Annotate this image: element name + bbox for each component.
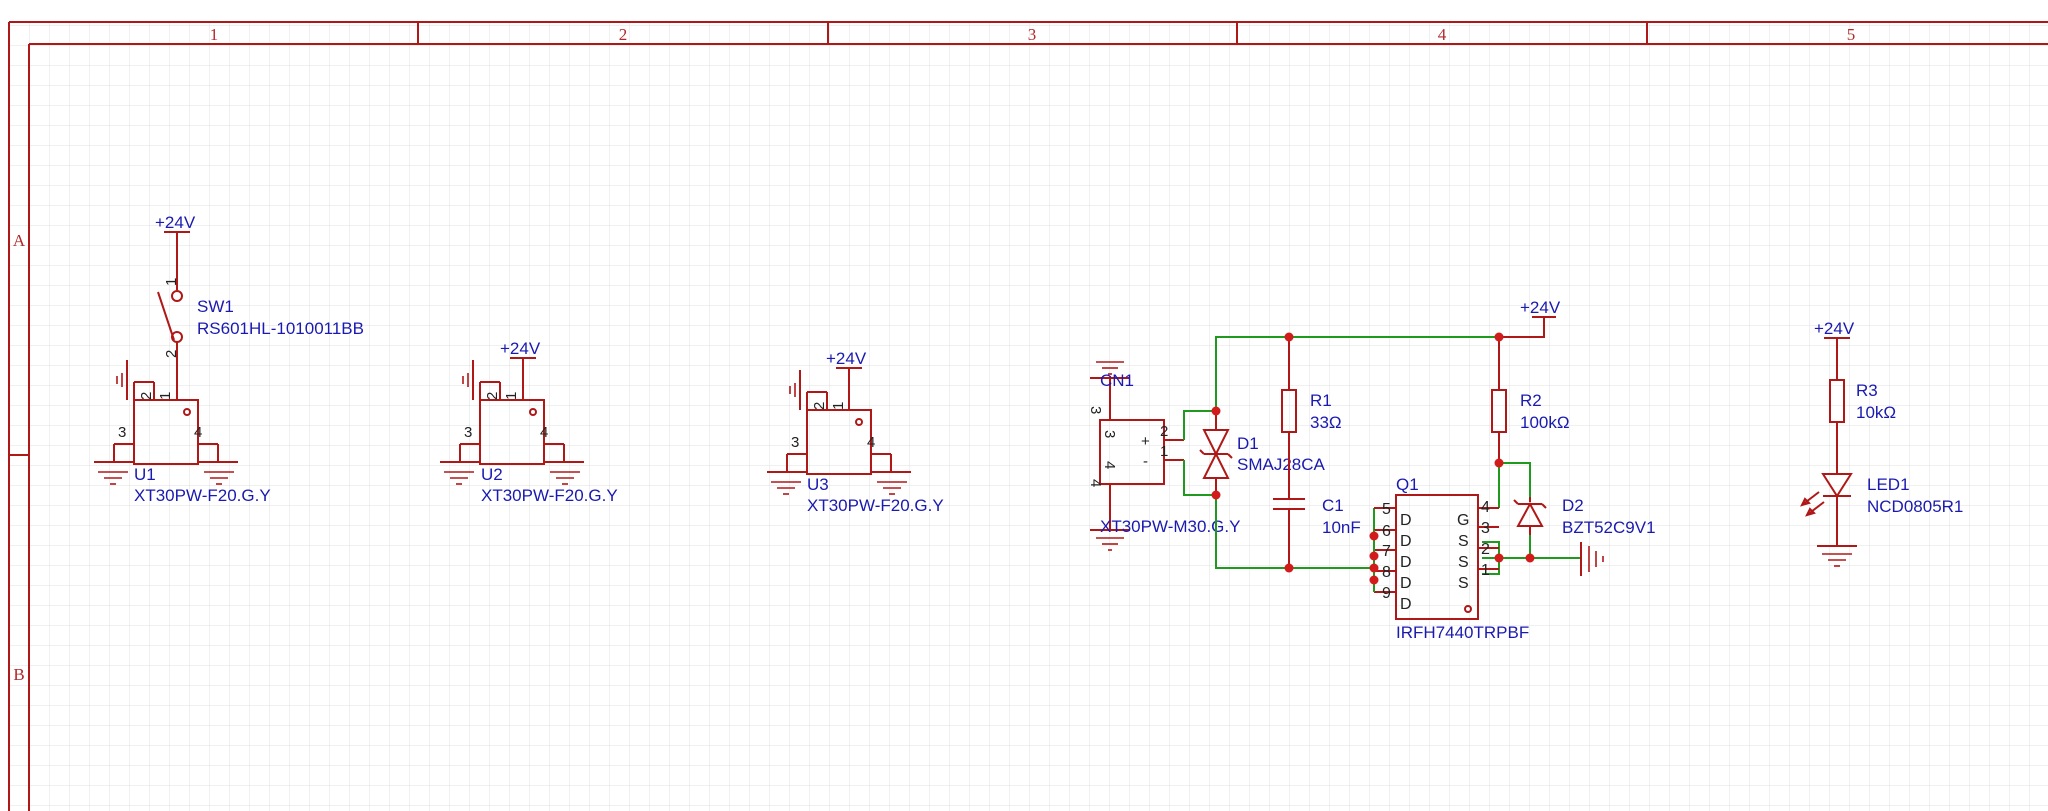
cn1-value: XT30PW-M30.G.Y: [1100, 517, 1240, 536]
net-label-24v: +24V: [1520, 298, 1561, 317]
d1-value: SMAJ28CA: [1237, 455, 1326, 474]
cn1-pin-4-outer: 4: [1087, 479, 1104, 487]
c1-designator: C1: [1322, 496, 1344, 515]
resistor-r2[interactable]: R2 100kΩ +24V: [1491, 298, 1570, 463]
zener-diode-d2[interactable]: D2 BZT52C9V1: [1513, 496, 1656, 537]
u3-pin-3: 3: [791, 434, 799, 451]
sw1-pin-2: 2: [163, 350, 180, 358]
cn1-designator: CN1: [1100, 371, 1134, 390]
q1-source-label: S: [1458, 554, 1469, 571]
c1-value: 10nF: [1322, 518, 1361, 537]
u1-pin-2: 2: [138, 392, 155, 400]
u2-designator: U2: [481, 465, 503, 484]
net-label-24v: +24V: [155, 213, 196, 232]
r3-value: 10kΩ: [1856, 403, 1896, 422]
capacitor-c1[interactable]: C1 10nF: [1273, 496, 1361, 568]
led-led1[interactable]: LED1 NCD0805R1: [1800, 473, 1963, 567]
switch-sw1[interactable]: +24V 1 2 SW1 RS601HL-1010011BB: [155, 213, 364, 386]
q1-pin-9: 9: [1382, 585, 1391, 602]
r3-designator: R3: [1856, 381, 1878, 400]
u2-pin-1: 1: [503, 392, 520, 400]
cn1-pin-3-outer: 3: [1087, 406, 1104, 414]
q1-pin-2: 2: [1481, 541, 1490, 558]
q1-pin-5: 5: [1382, 501, 1391, 518]
resistor-r3[interactable]: +24V R3 10kΩ: [1814, 319, 1896, 474]
cn1-pin-1: 1: [1160, 443, 1168, 460]
connector-u2[interactable]: +24V 2 1 3 4 U2 XT30PW-F20.G.Y: [440, 339, 618, 505]
u1-pin-4: 4: [194, 424, 202, 441]
frame-column-4: 4: [1438, 25, 1447, 44]
frame-column-3: 3: [1028, 25, 1037, 44]
r1-value: 33Ω: [1310, 413, 1342, 432]
u1-pin-1: 1: [157, 392, 174, 400]
d2-value: BZT52C9V1: [1562, 518, 1656, 537]
u3-pin-4: 4: [867, 434, 875, 451]
r2-value: 100kΩ: [1520, 413, 1570, 432]
cn1-pin-3: 3: [1101, 430, 1118, 438]
d2-designator: D2: [1562, 496, 1584, 515]
ground-symbol: [1580, 542, 1604, 576]
frame-column-5: 5: [1847, 25, 1856, 44]
connector-u1[interactable]: 2 1 3 4 U1 XT30PW-F20.G.Y: [94, 360, 271, 505]
q1-designator: Q1: [1396, 475, 1419, 494]
q1-gate-label: G: [1457, 512, 1469, 529]
u2-pin-4: 4: [540, 424, 548, 441]
junctions: [1211, 332, 1535, 585]
r1-designator: R1: [1310, 391, 1332, 410]
net-label-24v: +24V: [500, 339, 541, 358]
connector-u3[interactable]: +24V 2 1 3 4 U3 XT30PW-F20.G.Y: [767, 349, 944, 515]
q1-pin-3: 3: [1481, 520, 1490, 537]
q1-pin-4: 4: [1481, 499, 1490, 516]
led1-value: NCD0805R1: [1867, 497, 1963, 516]
sw1-value: RS601HL-1010011BB: [197, 319, 364, 338]
u3-designator: U3: [807, 475, 829, 494]
r2-designator: R2: [1520, 391, 1542, 410]
sw1-pin-1: 1: [163, 278, 180, 286]
sw1-designator: SW1: [197, 297, 234, 316]
connector-cn1[interactable]: CN1 3 3 4 4 + - 2 1 XT30PW-M30.G.Y: [1087, 361, 1240, 551]
mosfet-q1[interactable]: Q1 IRFH7440TRPBF 5 6 7 8 9 D D D D D 4 3…: [1373, 475, 1529, 642]
led1-designator: LED1: [1867, 475, 1910, 494]
u3-pin-1: 1: [830, 402, 847, 410]
q1-source-label: S: [1458, 575, 1469, 592]
cn1-sign-minus: -: [1143, 453, 1148, 470]
u1-pin-3: 3: [118, 424, 126, 441]
q1-drain-label: D: [1400, 512, 1412, 529]
q1-drain-label: D: [1400, 575, 1412, 592]
frame-column-2: 2: [619, 25, 628, 44]
u2-pin-3: 3: [464, 424, 472, 441]
cn1-sign-plus: +: [1141, 433, 1150, 450]
u1-value: XT30PW-F20.G.Y: [134, 486, 271, 505]
q1-source-label: S: [1458, 533, 1469, 550]
q1-pin-7: 7: [1382, 543, 1391, 560]
net-label-24v: +24V: [1814, 319, 1855, 338]
d1-designator: D1: [1237, 434, 1259, 453]
frame-row-a: A: [13, 231, 26, 250]
u1-designator: U1: [134, 465, 156, 484]
net-label-24v: +24V: [826, 349, 867, 368]
cn1-pin-4: 4: [1101, 461, 1118, 469]
q1-drain-label: D: [1400, 596, 1412, 613]
u3-pin-2: 2: [811, 402, 828, 410]
u2-pin-2: 2: [484, 392, 501, 400]
q1-pin-6: 6: [1382, 523, 1391, 540]
resistor-r1[interactable]: R1 33Ω: [1281, 337, 1342, 499]
q1-pin-1: 1: [1481, 562, 1490, 579]
tvs-diode-d1[interactable]: D1 SMAJ28CA: [1199, 411, 1326, 495]
q1-pin-8: 8: [1382, 564, 1391, 581]
q1-value: IRFH7440TRPBF: [1396, 623, 1529, 642]
frame-row-b: B: [13, 665, 24, 684]
cn1-pin-2: 2: [1160, 423, 1168, 440]
q1-drain-label: D: [1400, 554, 1412, 571]
q1-drain-label: D: [1400, 533, 1412, 550]
u3-value: XT30PW-F20.G.Y: [807, 496, 944, 515]
frame-column-1: 1: [210, 25, 219, 44]
u2-value: XT30PW-F20.G.Y: [481, 486, 618, 505]
